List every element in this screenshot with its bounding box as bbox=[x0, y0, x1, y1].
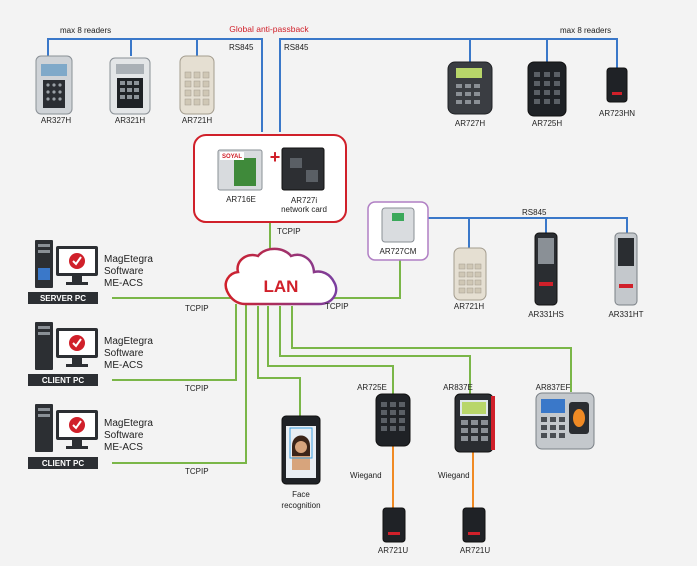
label-ar837ef: AR837EF bbox=[536, 383, 571, 392]
rs845-bus bbox=[47, 38, 628, 248]
reader-ar721h-cm bbox=[453, 247, 487, 301]
global-anti-passback-title: Global anti-passback bbox=[229, 24, 309, 34]
reader-ar327h bbox=[35, 55, 73, 115]
face-label-line-2: recognition bbox=[281, 501, 320, 510]
reader-ar837ef bbox=[535, 392, 595, 450]
bus-cm bbox=[428, 217, 628, 233]
wiegand-label-1: Wiegand bbox=[350, 471, 382, 480]
link-client-2 bbox=[112, 304, 247, 464]
label-ar723hn: AR723HN bbox=[599, 109, 635, 118]
max-readers-left-label: max 8 readers bbox=[60, 26, 111, 35]
pc1-software-line-2: Software bbox=[104, 266, 144, 277]
link-face bbox=[257, 306, 301, 416]
tcpip-label-client-2: TCPIP bbox=[185, 467, 209, 476]
pc2-software-line-1: MagEtegra bbox=[104, 336, 153, 347]
reader-ar725e bbox=[375, 393, 411, 447]
pc3-software-line-1: MagEtegra bbox=[104, 418, 153, 429]
plus-icon: + bbox=[270, 147, 281, 167]
tcpip-label-cm: TCPIP bbox=[325, 302, 349, 311]
link-ar725e bbox=[267, 306, 394, 394]
label-ar721h-top: AR721H bbox=[182, 116, 212, 125]
reader-ar721u-2 bbox=[462, 507, 486, 543]
link-ar837e bbox=[279, 306, 471, 394]
reader-ar837e bbox=[454, 393, 495, 453]
controller-box: SOYAL + AR716E AR727i network card bbox=[193, 134, 347, 223]
reader-ar721u-1 bbox=[382, 507, 406, 543]
wiegand-label-2: Wiegand bbox=[438, 471, 470, 480]
pc2-software-line-3: ME-ACS bbox=[104, 360, 143, 371]
link-client-1 bbox=[112, 304, 237, 381]
ar727cm-box: AR727CM bbox=[367, 201, 429, 261]
rs845-left-label: RS845 bbox=[229, 43, 254, 52]
reader-ar723hn bbox=[606, 67, 628, 103]
pc3-software-line-2: Software bbox=[104, 430, 144, 441]
label-ar721u-1: AR721U bbox=[378, 546, 408, 555]
label-ar727h: AR727H bbox=[455, 119, 485, 128]
label-ar727i: AR727i bbox=[291, 196, 317, 205]
ar716e-device: SOYAL bbox=[217, 149, 263, 191]
label-ar331hs: AR331HS bbox=[528, 310, 564, 319]
reader-ar331ht bbox=[614, 232, 638, 306]
rs845-right-label: RS845 bbox=[284, 43, 309, 52]
label-ar725e: AR725E bbox=[357, 383, 387, 392]
tcpip-links bbox=[112, 222, 572, 464]
server-pc-badge-label: SERVER PC bbox=[40, 294, 86, 303]
client-pc-2-badge-label: CLIENT PC bbox=[42, 459, 84, 468]
ar727i-card bbox=[281, 147, 325, 191]
label-ar725h: AR725H bbox=[532, 119, 562, 128]
label-ar721h-cm: AR721H bbox=[454, 302, 484, 311]
label-ar321h: AR321H bbox=[115, 116, 145, 125]
tcpip-label-controller: TCPIP bbox=[277, 227, 301, 236]
label-ar331ht: AR331HT bbox=[608, 310, 643, 319]
label-ar727cm: AR727CM bbox=[380, 247, 417, 256]
label-network-card: network card bbox=[281, 205, 327, 214]
reader-ar727h bbox=[447, 61, 493, 115]
link-cm-lan bbox=[314, 260, 401, 299]
link-ar837ef bbox=[291, 306, 572, 392]
bus-right-top bbox=[279, 38, 618, 132]
rs845-cm-label: RS845 bbox=[522, 208, 547, 217]
soyal-brand: SOYAL bbox=[222, 154, 242, 160]
face-recognition-terminal bbox=[281, 415, 321, 485]
pc1-software-line-1: MagEtegra bbox=[104, 254, 153, 265]
lan-label: LAN bbox=[264, 277, 299, 296]
label-ar721u-2: AR721U bbox=[460, 546, 490, 555]
label-ar716e: AR716E bbox=[226, 195, 256, 204]
client-pc-2-badge: CLIENT PC bbox=[28, 457, 98, 469]
bus-left-top bbox=[47, 38, 263, 132]
pc3-software-line-3: ME-ACS bbox=[104, 442, 143, 453]
tcpip-label-client-1: TCPIP bbox=[185, 384, 209, 393]
pc2-software-line-2: Software bbox=[104, 348, 144, 359]
tcpip-label-server: TCPIP bbox=[185, 304, 209, 313]
wiegand-links bbox=[392, 446, 474, 508]
client-pc-1-badge-label: CLIENT PC bbox=[42, 376, 84, 385]
server-pc-badge: SERVER PC bbox=[28, 292, 98, 304]
reader-ar721h-top bbox=[179, 55, 215, 115]
server-pc bbox=[35, 240, 98, 288]
client-pc-1 bbox=[35, 322, 98, 370]
label-ar837e: AR837E bbox=[443, 383, 473, 392]
client-pc-2 bbox=[35, 404, 98, 452]
pc1-software-line-3: ME-ACS bbox=[104, 278, 143, 289]
label-ar327h: AR327H bbox=[41, 116, 71, 125]
reader-ar321h bbox=[109, 57, 151, 115]
face-label-line-1: Face bbox=[292, 490, 310, 499]
lan-cloud: LAN bbox=[224, 247, 338, 306]
max-readers-right-label: max 8 readers bbox=[560, 26, 611, 35]
client-pc-1-badge: CLIENT PC bbox=[28, 374, 98, 386]
reader-ar725h bbox=[527, 61, 567, 117]
reader-ar331hs bbox=[534, 232, 558, 306]
